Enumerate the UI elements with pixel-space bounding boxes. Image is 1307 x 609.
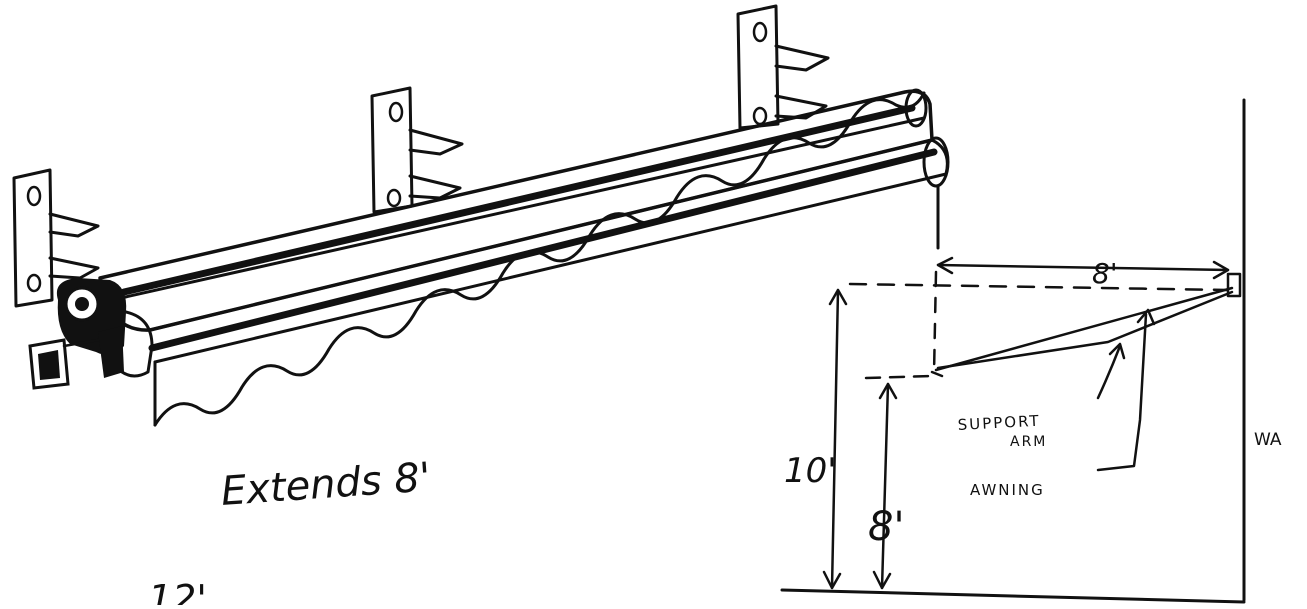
projection-label: 8' — [1092, 257, 1118, 290]
dimension-sketch — [780, 98, 1246, 604]
text-labels: Extends 8' 12' 8' 10' 8' SUPPORT ARM AWN… — [148, 257, 1282, 609]
gear-mechanism — [28, 278, 154, 390]
awning-leader — [1096, 308, 1156, 472]
mount-height-label: 10' — [784, 451, 837, 491]
support-arm-leader — [1096, 342, 1126, 400]
cut-label: 12' — [148, 577, 207, 605]
projection-dimension — [936, 256, 1230, 280]
wall-bracket-right — [736, 4, 830, 130]
wall-label: WA — [1254, 430, 1282, 450]
wall-bracket-left — [12, 168, 100, 308]
support-arm-label-line1: SUPPORT — [957, 412, 1041, 434]
wall-bracket-middle — [370, 86, 464, 214]
support-arm-label-line2: ARM — [1010, 434, 1047, 450]
clearance-reference-line — [864, 374, 934, 380]
extends-label: Extends 8' — [219, 454, 432, 515]
clearance-label: 8' — [868, 504, 904, 550]
clearance-dimension — [872, 382, 898, 590]
awning-label: AWNING — [970, 481, 1045, 499]
mount-height-reference-line — [848, 282, 1230, 292]
ground-line — [780, 588, 1246, 604]
awning-valance — [153, 91, 940, 427]
awning-cassette — [98, 88, 950, 364]
awning-illustration — [12, 4, 950, 427]
mount-height-dimension — [822, 288, 848, 590]
awning-profile — [930, 272, 1242, 378]
projection-reference-line — [932, 270, 938, 376]
